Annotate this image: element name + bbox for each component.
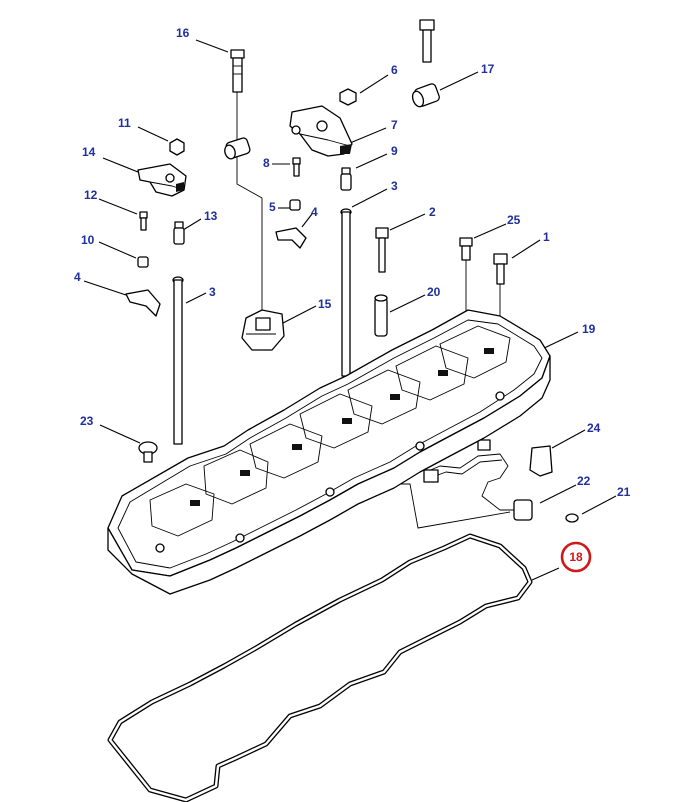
callout-24[interactable]: 24 <box>587 421 601 435</box>
nut-11 <box>169 138 185 156</box>
bolt-16 <box>230 49 245 93</box>
bolt-1 <box>493 253 508 285</box>
callout-10[interactable]: 10 <box>81 233 95 247</box>
adjuster-13 <box>173 221 185 245</box>
leader-lines <box>83 39 617 581</box>
callout-18-highlighted[interactable]: 18 <box>569 550 583 564</box>
shaft-17 <box>411 83 440 108</box>
clip-23 <box>138 441 158 463</box>
callout-7[interactable]: 7 <box>391 118 398 132</box>
rocker-arm-7 <box>289 105 353 157</box>
screw-8 <box>292 157 301 177</box>
callout-2[interactable]: 2 <box>429 205 436 219</box>
nut-5 <box>289 199 301 211</box>
callout-4-lower[interactable]: 4 <box>74 270 81 284</box>
valve-cover-19 <box>107 309 551 595</box>
rocker-arm-14 <box>137 163 187 197</box>
nut-10 <box>137 256 149 268</box>
callout-4-upper[interactable]: 4 <box>311 205 318 219</box>
callout-17[interactable]: 17 <box>481 62 495 76</box>
screw-12 <box>139 211 148 231</box>
callout-6[interactable]: 6 <box>391 63 398 77</box>
nut-6 <box>339 88 357 106</box>
harness-22 <box>423 439 533 521</box>
adjuster-9 <box>340 167 352 191</box>
push-rod-right <box>340 208 352 377</box>
callout-3-upper[interactable]: 3 <box>391 179 398 193</box>
callout-labels: 16 6 17 11 7 14 8 9 3 12 13 5 4 2 25 1 1… <box>74 26 631 564</box>
stud-25 <box>459 237 473 261</box>
callout-13[interactable]: 13 <box>204 209 218 223</box>
callout-20[interactable]: 20 <box>427 285 441 299</box>
callout-19[interactable]: 19 <box>582 322 596 336</box>
gasket-18 <box>107 533 533 802</box>
callout-25[interactable]: 25 <box>507 213 521 227</box>
callout-5[interactable]: 5 <box>269 200 276 214</box>
bolt-2 <box>375 227 389 273</box>
callout-3-lower[interactable]: 3 <box>209 285 216 299</box>
grommet-24 <box>529 445 553 477</box>
callout-8[interactable]: 8 <box>263 156 270 170</box>
callout-1[interactable]: 1 <box>543 230 550 244</box>
lever-4-left <box>125 289 161 317</box>
callout-14[interactable]: 14 <box>82 145 96 159</box>
callout-16[interactable]: 16 <box>176 26 190 40</box>
shaft-left <box>224 137 251 160</box>
callout-23[interactable]: 23 <box>80 414 94 428</box>
callout-21[interactable]: 21 <box>617 485 631 499</box>
highlight-circle-18 <box>560 541 592 573</box>
lever-4-right <box>275 227 307 249</box>
callout-9[interactable]: 9 <box>391 144 398 158</box>
callout-12[interactable]: 12 <box>84 188 98 202</box>
callout-15[interactable]: 15 <box>318 297 332 311</box>
push-rod-left <box>172 276 184 445</box>
callout-11[interactable]: 11 <box>118 116 131 130</box>
bracket-15 <box>241 309 285 351</box>
sleeve-20 <box>374 294 388 337</box>
callout-22[interactable]: 22 <box>577 474 591 488</box>
screw-21 <box>565 513 579 523</box>
bolt-upper <box>419 19 435 63</box>
